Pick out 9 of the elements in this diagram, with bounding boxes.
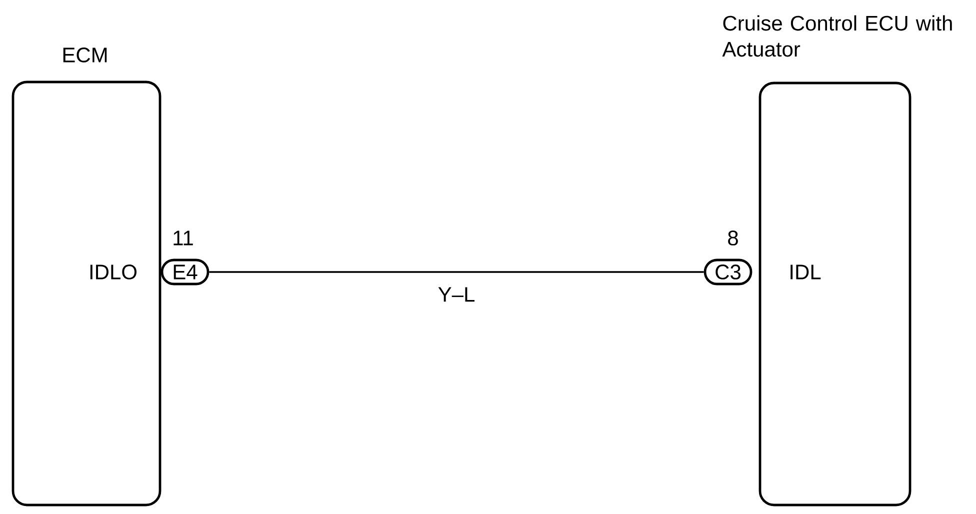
node-label: ECM bbox=[63, 48, 107, 62]
connector-pin: C3 bbox=[704, 258, 752, 286]
module-box: ECM IDLO bbox=[12, 48, 162, 506]
pin-number: 8 bbox=[728, 230, 738, 246]
pin-number: 11 bbox=[174, 230, 193, 246]
wire-label: Y–L bbox=[436, 286, 476, 303]
node-label: Cruise Control ECU with Actuator bbox=[722, 15, 952, 57]
connector-pin: E4 bbox=[160, 258, 210, 286]
wire bbox=[209, 271, 704, 273]
